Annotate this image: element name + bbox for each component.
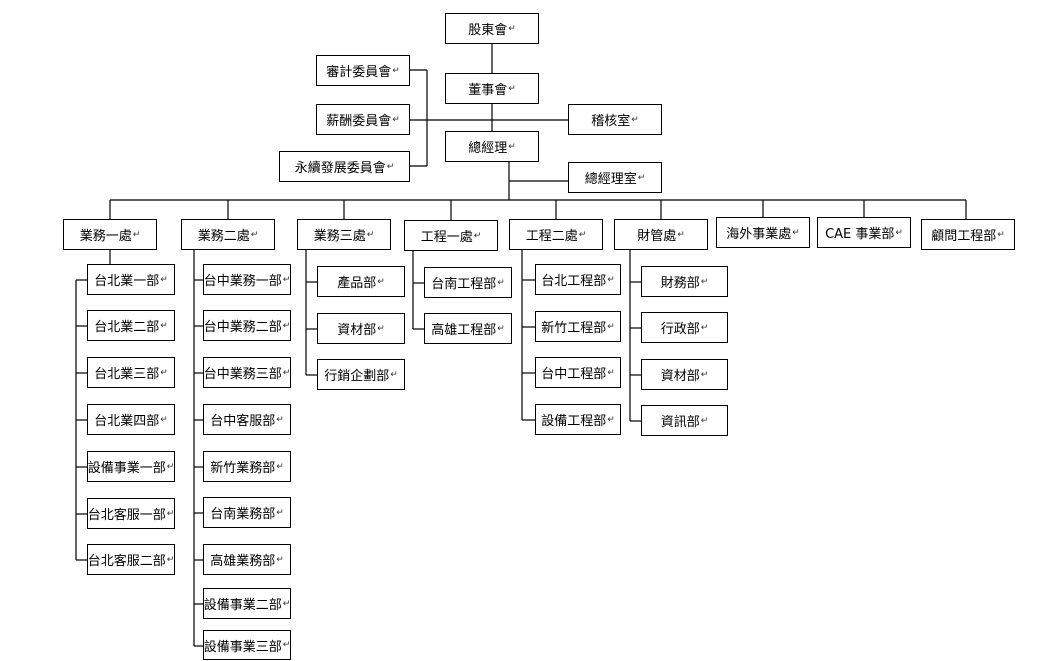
para-mark: ↵: [508, 83, 516, 94]
unit-finance: 行政部↵: [641, 312, 728, 343]
para-mark: ↵: [700, 322, 709, 333]
unit-biz2: 台中客服部↵: [203, 404, 291, 435]
node-finance: 財管處↵: [614, 219, 708, 250]
unit-biz1: 台北業一部↵: [87, 264, 175, 295]
para-mark: ↵: [160, 414, 168, 425]
para-mark: ↵: [700, 415, 709, 426]
unit-biz2: 台中業務一部↵: [203, 264, 291, 295]
para-mark: ↵: [166, 461, 175, 472]
node-eng1: 工程一處↵: [404, 220, 498, 251]
para-mark: ↵: [160, 274, 168, 285]
para-mark: ↵: [508, 23, 516, 34]
para-mark: ↵: [508, 141, 516, 152]
para-mark: ↵: [607, 367, 615, 378]
unit-biz3: 產品部↵: [317, 266, 405, 297]
node-sustainability-committee: 永續發展委員會↵: [279, 151, 410, 182]
node-biz2: 業務二處↵: [181, 219, 275, 250]
para-mark: ↵: [377, 276, 385, 287]
para-mark: ↵: [282, 274, 291, 285]
unit-eng2: 新竹工程部↵: [535, 311, 621, 342]
unit-biz1: 台北業二部↵: [87, 310, 175, 341]
para-mark: ↵: [607, 321, 615, 332]
para-mark: ↵: [497, 277, 505, 288]
para-mark: ↵: [637, 172, 646, 183]
unit-biz2: 台中業務三部↵: [203, 357, 291, 388]
para-mark: ↵: [677, 229, 685, 240]
unit-biz2: 設備事業三部↵: [203, 630, 291, 660]
para-mark: ↵: [392, 114, 400, 125]
node-general-manager: 總經理↵: [445, 131, 539, 162]
unit-biz3: 行銷企劃部↵: [317, 359, 405, 390]
para-mark: ↵: [390, 369, 398, 380]
unit-eng1: 台南工程部↵: [424, 267, 512, 298]
unit-eng2: 台中工程部↵: [535, 357, 621, 388]
node-eng2: 工程二處↵: [509, 219, 603, 250]
para-mark: ↵: [276, 461, 284, 472]
node-audit-office: 稽核室↵: [568, 104, 662, 135]
para-mark: ↵: [282, 367, 291, 378]
para-mark: ↵: [132, 229, 141, 240]
para-mark: ↵: [282, 640, 291, 650]
para-mark: ↵: [386, 161, 395, 172]
node-compensation-committee: 薪酬委員會↵: [316, 104, 410, 135]
unit-eng2: 設備工程部↵: [535, 404, 621, 435]
para-mark: ↵: [166, 554, 175, 565]
node-audit-committee: 審計委員會↵: [316, 55, 410, 86]
unit-biz2: 台南業務部↵: [203, 497, 291, 528]
para-mark: ↵: [276, 414, 284, 425]
unit-finance: 資材部↵: [641, 359, 728, 390]
unit-eng2: 台北工程部↵: [535, 264, 621, 295]
unit-biz1: 設備事業一部↵: [87, 451, 175, 482]
node-biz1: 業務一處↵: [63, 219, 157, 250]
para-mark: ↵: [392, 65, 400, 76]
para-mark: ↵: [473, 230, 482, 241]
para-mark: ↵: [282, 598, 291, 609]
para-mark: ↵: [631, 114, 639, 125]
unit-finance: 資訊部↵: [641, 405, 728, 436]
unit-biz2: 台中業務二部↵: [203, 310, 291, 341]
unit-biz2: 設備事業二部↵: [203, 588, 291, 619]
node-consult: 顧問工程部↵: [921, 219, 1015, 250]
unit-biz1: 台北業三部↵: [87, 357, 175, 388]
node-gm-office: 總經理室↵: [568, 162, 662, 193]
unit-biz2: 新竹業務部↵: [203, 451, 291, 482]
unit-biz2: 高雄業務部↵: [203, 544, 291, 575]
unit-biz1: 台北業四部↵: [87, 404, 175, 435]
para-mark: ↵: [607, 414, 615, 425]
para-mark: ↵: [607, 274, 615, 285]
para-mark: ↵: [700, 369, 709, 380]
unit-biz1: 台北客服二部↵: [87, 544, 175, 575]
node-biz3: 業務三處↵: [297, 219, 391, 250]
para-mark: ↵: [276, 507, 284, 518]
unit-eng1: 高雄工程部↵: [424, 313, 512, 344]
para-mark: ↵: [160, 320, 168, 331]
node-board: 董事會↵: [445, 73, 539, 104]
unit-biz1: 台北客服一部↵: [87, 498, 175, 529]
para-mark: ↵: [497, 323, 505, 334]
para-mark: ↵: [166, 508, 175, 519]
node-cae: CAE 事業部↵: [817, 217, 911, 248]
para-mark: ↵: [578, 229, 587, 240]
node-overseas: 海外事業處↵: [716, 217, 810, 248]
para-mark: ↵: [276, 554, 284, 565]
node-shareholders: 股東會↵: [445, 13, 539, 44]
para-mark: ↵: [997, 229, 1005, 240]
para-mark: ↵: [160, 367, 168, 378]
para-mark: ↵: [282, 320, 291, 331]
para-mark: ↵: [895, 227, 903, 238]
para-mark: ↵: [250, 229, 259, 240]
para-mark: ↵: [377, 323, 385, 334]
para-mark: ↵: [792, 227, 800, 238]
para-mark: ↵: [366, 229, 375, 240]
unit-biz3: 資材部↵: [317, 313, 405, 344]
unit-finance: 財務部↵: [641, 266, 728, 297]
para-mark: ↵: [700, 276, 709, 287]
